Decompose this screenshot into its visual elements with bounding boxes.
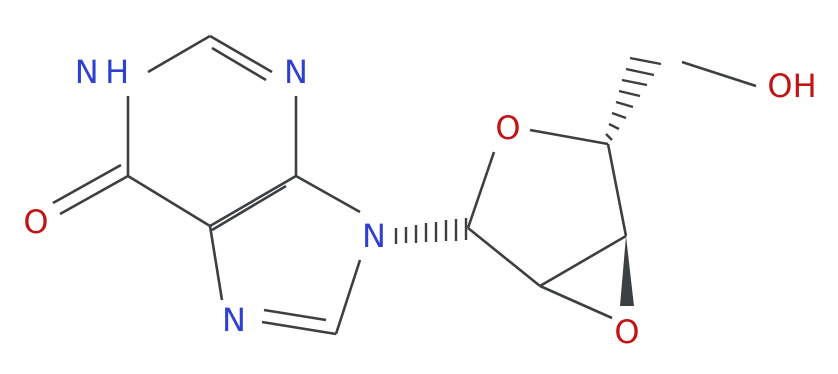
bond-n9-c8: [334, 259, 362, 335]
atom-label-n9: N: [362, 217, 386, 255]
bond-n7-c5: [208, 225, 224, 301]
bond-c5-oh: [681, 60, 757, 88]
atom-label-n3: N: [284, 53, 308, 91]
atom-label-nh: N H: [75, 53, 129, 91]
bond-n1-c2: [147, 34, 211, 74]
hashed-bond-n9-c1: [394, 218, 468, 244]
wedge-bond-c3-o-epoxide: [620, 236, 634, 306]
atom-label-o-ring: O: [495, 109, 520, 147]
bond-c1-o4: [466, 151, 496, 229]
bond-c2-n3-double: [211, 46, 267, 82]
bond-c4-c5-double: [211, 184, 287, 232]
bond-c3-c2: [539, 234, 627, 288]
bond-c4-n9: [295, 174, 361, 214]
bond-c8-n7: [261, 320, 337, 336]
bond-c6-o6-double: [52, 163, 122, 205]
sugar-ring-bonds: [466, 128, 628, 320]
hashed-bond-c4-c5: [605, 56, 662, 141]
bond-c5-c6: [127, 174, 211, 228]
atom-label-o-epoxide: O: [614, 313, 639, 351]
atom-label-n7: N: [222, 301, 246, 339]
bond-c2-n3: [209, 34, 273, 74]
bond-c4-c5: [209, 174, 297, 228]
bond-c6-o6: [59, 174, 129, 216]
bond-o4-c4: [529, 128, 609, 146]
imidazole-ring-bonds: [208, 174, 362, 336]
atom-label-o6: O: [23, 203, 48, 241]
bond-c4-c3: [606, 143, 628, 237]
atom-label-oh: OH: [767, 67, 816, 105]
bond-c2-o-epoxide: [539, 284, 613, 320]
bond-c8-n7-double: [263, 308, 327, 322]
bond-c2-c1: [467, 226, 541, 288]
pyrimidine-ring-bonds: [52, 34, 298, 232]
